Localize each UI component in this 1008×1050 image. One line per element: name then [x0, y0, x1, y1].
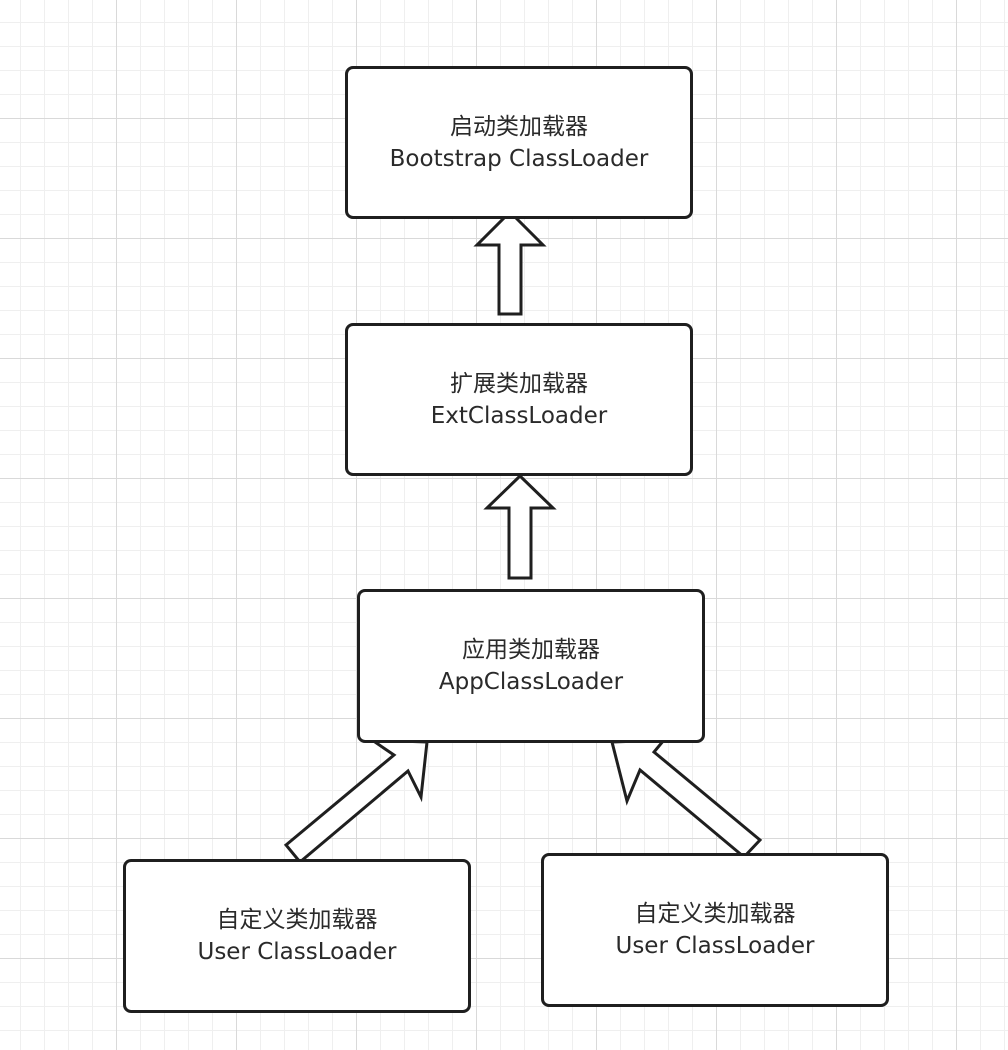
arrow-app-to-ext	[483, 473, 557, 580]
node-label-zh: 扩展类加载器	[450, 370, 588, 397]
node-app-classloader: 应用类加载器 AppClassLoader	[357, 589, 705, 743]
node-label-en: AppClassLoader	[438, 669, 624, 695]
node-bootstrap-classloader: 启动类加载器 Bootstrap ClassLoader	[345, 66, 693, 219]
node-label-en: User ClassLoader	[197, 939, 397, 965]
node-label-en: User ClassLoader	[615, 933, 815, 959]
node-label-zh: 自定义类加载器	[216, 907, 378, 933]
node-ext-classloader: 扩展类加载器 ExtClassLoader	[345, 323, 693, 476]
node-label-zh: 应用类加载器	[462, 637, 600, 663]
node-label-zh: 自定义类加载器	[634, 901, 796, 927]
arrow-user2-to-app	[610, 738, 763, 860]
node-label-en: Bootstrap ClassLoader	[389, 145, 649, 172]
node-label-en: ExtClassLoader	[430, 402, 608, 429]
node-label-zh: 启动类加载器	[450, 113, 588, 140]
arrow-ext-to-bootstrap	[473, 209, 547, 316]
node-user-classloader-left: 自定义类加载器 User ClassLoader	[123, 859, 471, 1013]
node-user-classloader-right: 自定义类加载器 User ClassLoader	[541, 853, 889, 1007]
arrow-user1-to-app	[283, 738, 429, 865]
